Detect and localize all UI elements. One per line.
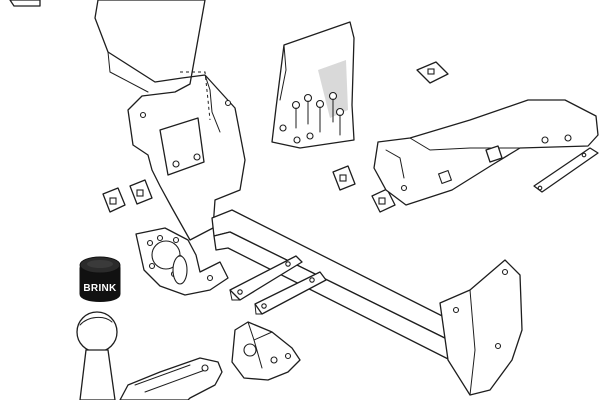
bolt-set-icon — [279, 91, 345, 144]
upper-mounting-bracket-left — [94, 0, 246, 241]
spacer-plate — [416, 61, 449, 84]
spacer-plate — [332, 165, 356, 191]
socket-holder-bracket — [231, 321, 301, 381]
brand-label: BRINK — [83, 283, 117, 294]
tow-ball — [76, 311, 118, 400]
hardware-kit-bag — [271, 21, 355, 149]
ball-coupling-neck — [119, 357, 223, 400]
spacer-plate — [129, 179, 153, 205]
small-plate-fragment — [9, 0, 41, 7]
left-flange-plate — [135, 227, 229, 296]
side-arm-bracket-right — [373, 99, 599, 206]
spacer-plate — [371, 188, 396, 213]
socket-mount-bracket — [229, 255, 327, 315]
spacer-plate — [102, 187, 126, 213]
flat-strap-bracket — [533, 147, 599, 193]
electrical-socket-cap: BRINK — [79, 256, 121, 302]
